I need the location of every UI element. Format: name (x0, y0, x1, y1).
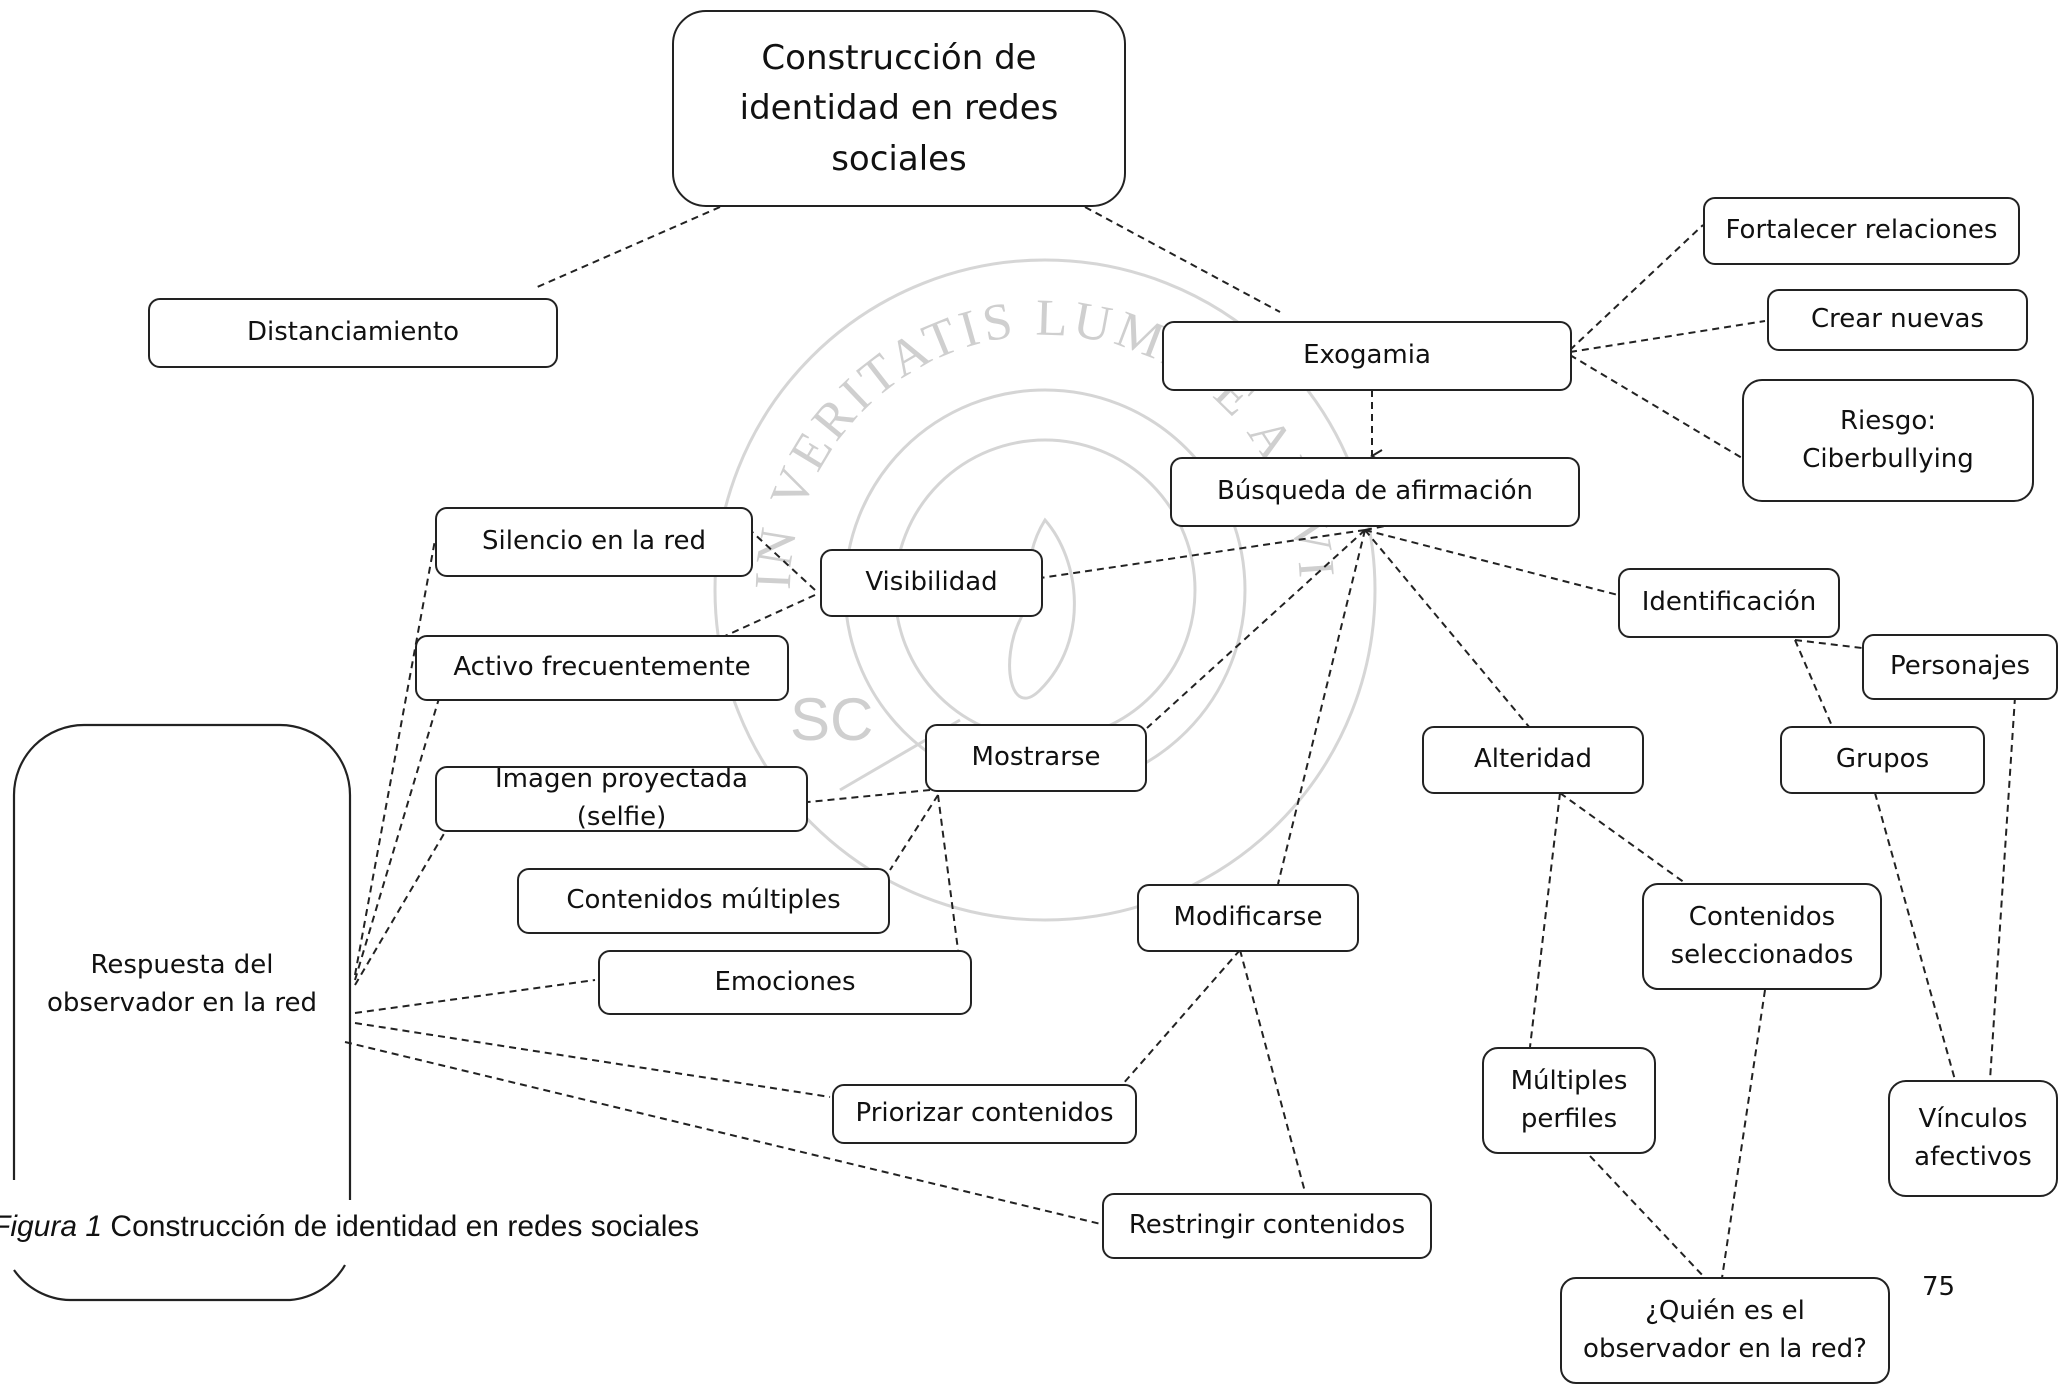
restringir-contenidos-node: Restringir contenidos (1102, 1193, 1432, 1259)
edge-root-exogamia (1084, 206, 1281, 313)
edge-visibilidad-silencio (749, 529, 816, 591)
edge-busqueda-modificarse (1277, 529, 1366, 885)
contenidos-seleccionados-node: Contenidos seleccionados (1642, 883, 1882, 990)
respuesta-observador-node: Respuesta del observador en la red (46, 950, 318, 1018)
riesgo-ciberbullying-node: Riesgo: Ciberbullying (1742, 379, 2034, 502)
edge-personajes-vinculos (1989, 696, 2016, 1081)
distanciamiento-node: Distanciamiento (148, 298, 558, 368)
contenidos-multiples-node: Contenidos múltiples (517, 868, 890, 934)
edge-exogamia-riesgo (1569, 354, 1743, 459)
edge-respuesta-emociones (354, 979, 596, 1014)
crear-nuevas-node: Crear nuevas (1767, 289, 2028, 351)
identificacion-node: Identificación (1618, 568, 1840, 638)
respuesta-node-outline (12, 723, 352, 1302)
edge-respuesta-silencio (354, 539, 436, 976)
edge-exogamia-fortalecer (1569, 224, 1704, 351)
fortalecer-relaciones-node: Fortalecer relaciones (1703, 197, 2020, 265)
edge-identificacion-personajes (1794, 639, 1863, 649)
alteridad-node: Alteridad (1422, 726, 1644, 794)
edge-mostrarse-emociones (937, 794, 959, 951)
edge-alteridad-contenidos (1559, 792, 1686, 884)
emociones-node: Emociones (598, 950, 972, 1015)
edge-identificacion-grupos (1794, 639, 1833, 727)
edge-exogamia-crear (1569, 320, 1766, 353)
edge-busqueda-identificacion (1364, 529, 1619, 596)
personajes-node: Personajes (1862, 634, 2058, 700)
figure-label: Figura 1 (0, 1210, 103, 1243)
visibilidad-node: Visibilidad (820, 549, 1043, 617)
exogamia-node: Exogamia (1162, 321, 1572, 391)
edge-respuesta-priorizar (354, 1022, 831, 1098)
edge-grupos-vinculos (1874, 792, 1956, 1081)
activo-frecuentemente-node: Activo frecuentemente (415, 635, 789, 701)
modificarse-node: Modificarse (1137, 884, 1359, 952)
priorizar-contenidos-node: Priorizar contenidos (832, 1084, 1137, 1144)
mostrarse-node: Mostrarse (925, 724, 1147, 792)
edge-respuesta-activo (354, 694, 441, 981)
edge-modificarse-priorizar (1121, 949, 1241, 1086)
edge-respuesta-imagen (354, 831, 446, 986)
root-node: Construcción de identidad en redes socia… (672, 10, 1126, 207)
quien-observador-node: ¿Quién es el observador en la red? (1560, 1277, 1890, 1384)
edge-busqueda-alteridad (1364, 529, 1531, 729)
busqueda-afirmacion-node: Búsqueda de afirmación (1170, 457, 1580, 527)
edge-alteridad-multiples (1529, 792, 1561, 1048)
vinculos-afectivos-node: Vínculos afectivos (1888, 1080, 2058, 1197)
grupos-node: Grupos (1780, 726, 1985, 794)
edge-busqueda-visibilidad (1039, 529, 1366, 579)
figure-caption-text: Construcción de identidad en redes socia… (102, 1210, 700, 1243)
seal-letters: SC (790, 686, 873, 753)
edge-multiples-quien (1589, 1155, 1706, 1279)
edge-mostrarse-contenidos (889, 794, 939, 871)
multiples-perfiles-node: Múltiples perfiles (1482, 1047, 1656, 1154)
edge-respuesta-restringir (344, 1041, 1106, 1226)
edge-contenidos-quien (1721, 989, 1766, 1279)
figure-caption: Figura 1 Construcción de identidad en re… (0, 1210, 699, 1244)
silencio-red-node: Silencio en la red (435, 507, 753, 577)
edge-root-distanciamiento (534, 206, 721, 289)
edge-mostrarse-imagen (807, 789, 931, 803)
edge-modificarse-restringir (1239, 949, 1306, 1193)
edge-busqueda-mostrarse (1146, 529, 1366, 729)
edge-visibilidad-activo (724, 594, 816, 637)
imagen-proyectada-node: Imagen proyectada (selfie) (435, 764, 808, 832)
page-number: 75 (1922, 1272, 1956, 1302)
